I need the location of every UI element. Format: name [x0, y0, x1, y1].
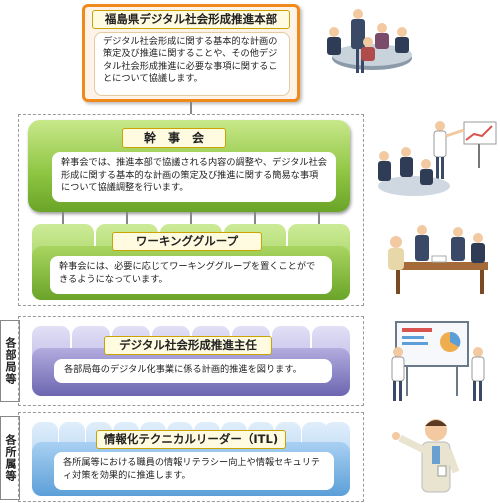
hq-connector [190, 102, 192, 114]
wg-title: ワーキンググループ [112, 232, 262, 251]
hq-description: デジタル社会形成に関する基本的な計画の策定及び推進に関することや、その他デジタル… [94, 32, 290, 96]
departments-container [18, 316, 364, 406]
presentation-illustration [378, 121, 497, 196]
pointing-man-illustration [392, 419, 460, 493]
offices-title: 情報化テクニカルリーダー（ITL) [96, 430, 286, 449]
departments-side-label: 各部局等 [0, 320, 20, 402]
offices-container [18, 412, 364, 502]
departments-description: 各部局毎のデジタル化事業に係る計画的推進を図ります。 [54, 359, 332, 383]
discussion-illustration [388, 225, 488, 294]
wg-connector-2 [126, 212, 128, 224]
wg-connector-1 [62, 212, 64, 224]
offices-side-label: 各所属等 [0, 416, 20, 500]
wg-connector-4 [254, 212, 256, 224]
whiteboard-illustration [391, 321, 485, 401]
secretariat-description: 幹事会では、推進本部で協議される内容の調整や、デジタル社会形成に関する基本的な計… [52, 152, 336, 202]
meeting-illustration [327, 9, 412, 73]
wg-description: 幹事会には、必要に応じてワーキンググループを置くことができるようになっています。 [50, 256, 332, 294]
offices-description: 各所属等における職員の情報リテラシー向上や情報セキュリティ対策を効果的に推進しま… [54, 452, 334, 490]
secretariat-title: 幹 事 会 [122, 128, 226, 148]
wg-connector-3 [190, 212, 192, 224]
departments-title: デジタル社会形成推進主任 [104, 336, 272, 355]
council-container [18, 114, 364, 306]
wg-connector-5 [318, 212, 320, 224]
hq-title: 福島県デジタル社会形成推進本部 [92, 10, 290, 29]
